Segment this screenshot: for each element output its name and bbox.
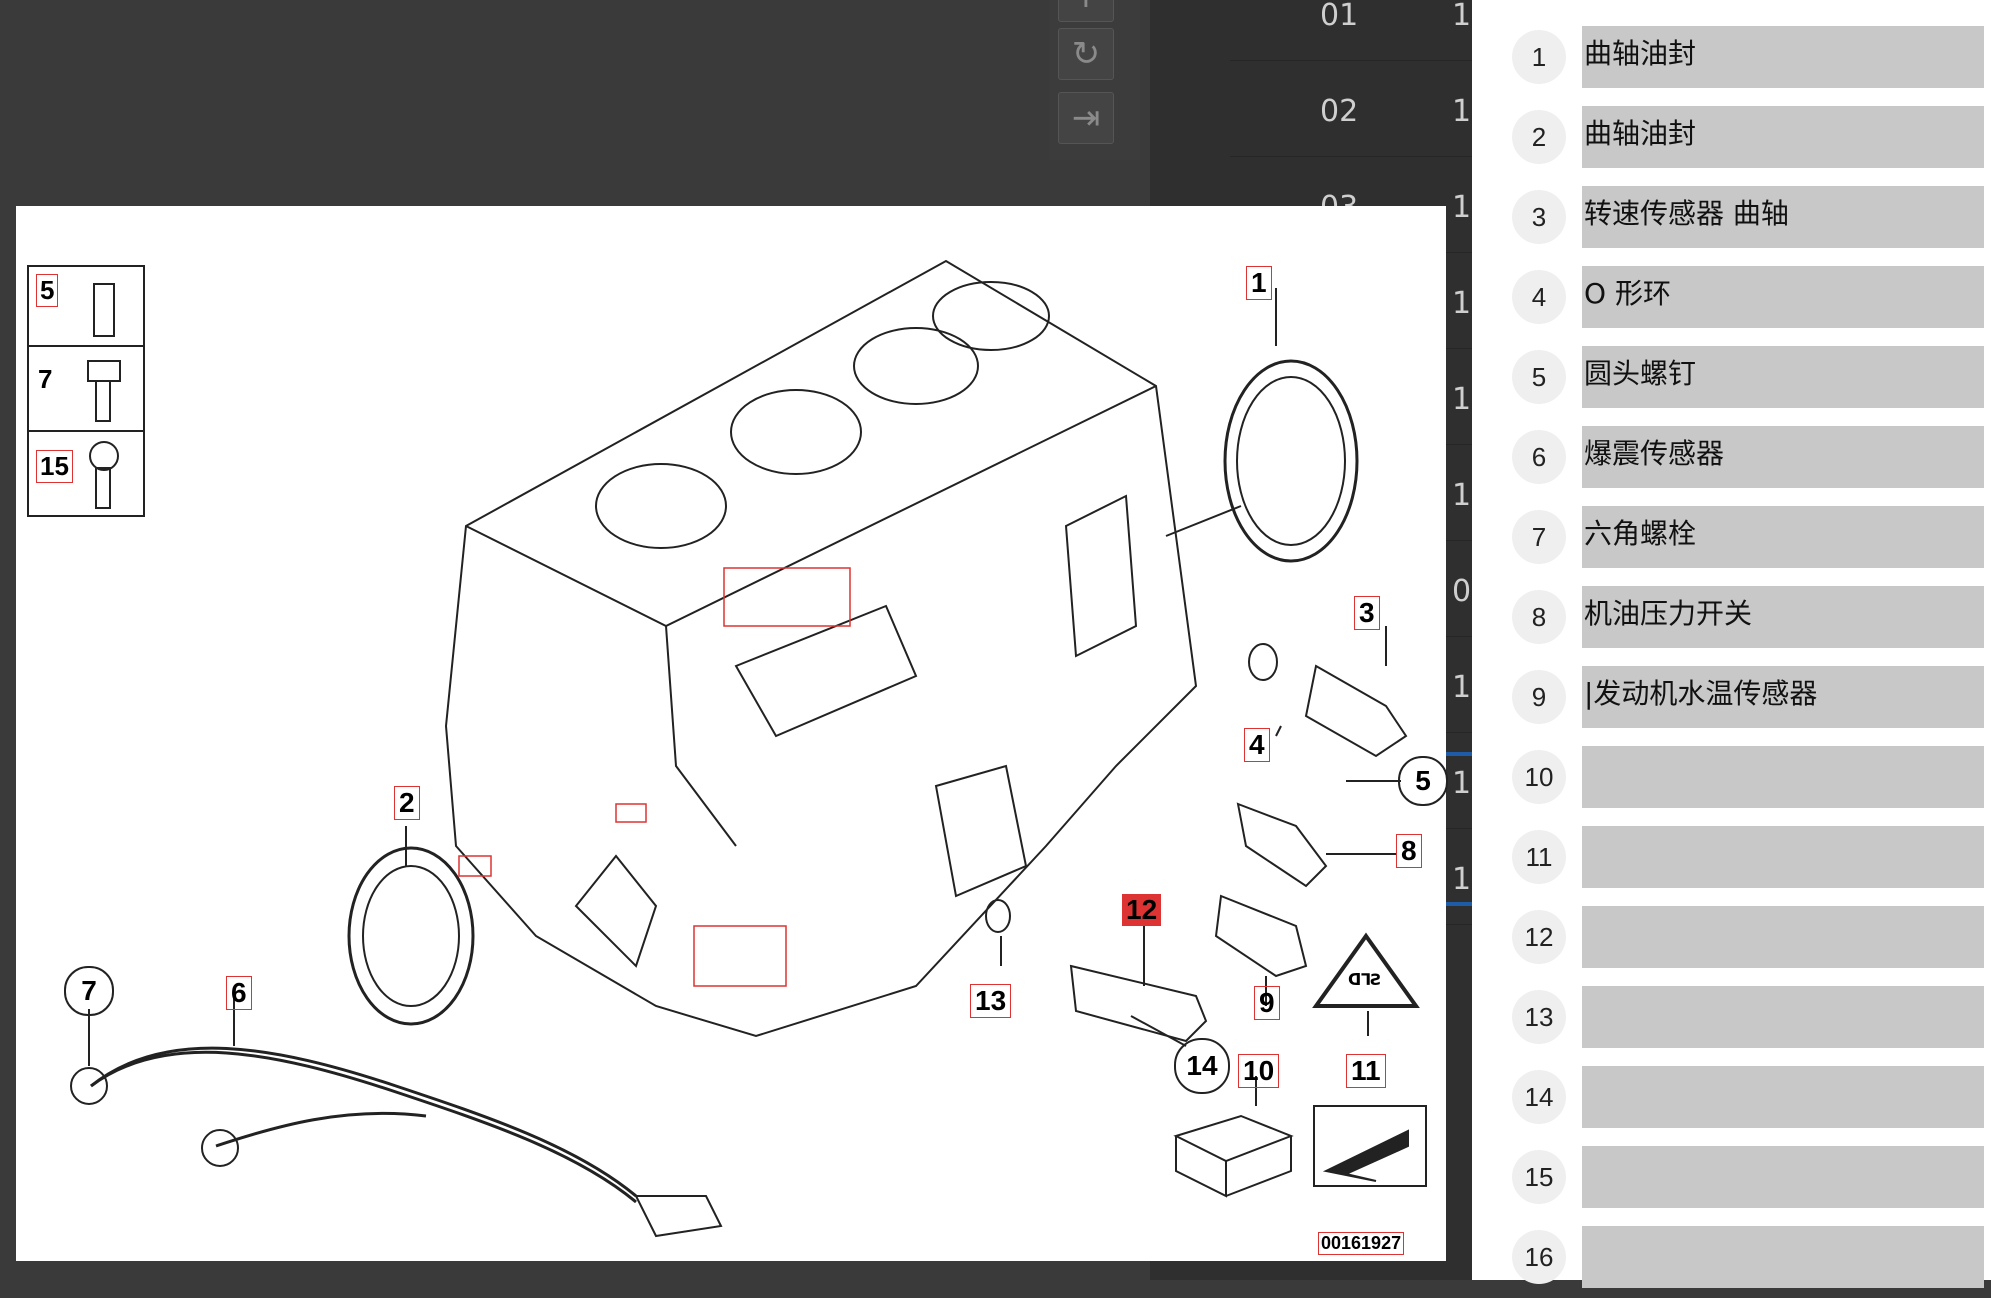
selection-indicator <box>1430 752 1472 756</box>
engine-block-drawing <box>27 259 1427 1238</box>
callout-10[interactable]: 10 <box>1238 1054 1280 1088</box>
part-name[interactable]: |发动机水温传感器 <box>1582 666 1984 728</box>
callout-2[interactable]: 2 <box>394 786 420 820</box>
part-row[interactable]: 8 机油压力开关 <box>1472 578 1991 658</box>
part-number[interactable]: 5 <box>1512 350 1566 404</box>
selection-indicator <box>1430 902 1472 906</box>
collapse-panel-icon[interactable]: ⇥ <box>1058 92 1114 144</box>
part-number[interactable]: 10 <box>1512 750 1566 804</box>
part-number[interactable]: 16 <box>1512 1230 1566 1284</box>
row-quantity: 1 <box>1452 94 1472 129</box>
parts-diagram: 5 7 15 1 2 3 4 5 6 7 8 9 10 11 12 13 14 … <box>16 206 1448 1261</box>
part-row[interactable]: 7 六角螺栓 <box>1472 498 1991 578</box>
part-row[interactable]: 12 <box>1472 898 1991 978</box>
part-number[interactable]: 1 <box>1512 30 1566 84</box>
part-number[interactable]: 4 <box>1512 270 1566 324</box>
part-number[interactable]: 8 <box>1512 590 1566 644</box>
part-name[interactable]: 机油压力开关 <box>1582 586 1984 648</box>
part-name[interactable] <box>1582 746 1984 808</box>
warning-symbol-text: ᗡ⅂Ƨ <box>1348 970 1382 989</box>
part-name[interactable] <box>1582 906 1984 968</box>
background-list-row[interactable]: 02 1 <box>1230 66 1472 157</box>
rotate-icon[interactable]: ↻ <box>1058 28 1114 80</box>
row-quantity: 1 <box>1452 862 1472 897</box>
inset-label[interactable]: 5 <box>36 274 59 307</box>
up-arrow-icon[interactable]: ↑ <box>1058 0 1114 22</box>
callout-13[interactable]: 13 <box>970 984 1012 1018</box>
row-quantity: 1 <box>1452 382 1472 417</box>
row-code: 02 <box>1320 94 1359 129</box>
part-name[interactable] <box>1582 1066 1984 1128</box>
part-number[interactable]: 13 <box>1512 990 1566 1044</box>
callout-9[interactable]: 9 <box>1254 986 1280 1020</box>
part-name[interactable]: 六角螺栓 <box>1582 506 1984 568</box>
inset-label[interactable]: 15 <box>36 450 73 483</box>
part-name[interactable]: O 形环 <box>1582 266 1984 328</box>
row-quantity: 1 <box>1452 766 1472 801</box>
part-row[interactable]: 4 O 形环 <box>1472 258 1991 338</box>
part-row[interactable]: 1 曲轴油封 <box>1472 18 1991 98</box>
callout-6[interactable]: 6 <box>226 976 252 1010</box>
part-name[interactable]: 转速传感器 曲轴 <box>1582 186 1984 248</box>
part-number[interactable]: 3 <box>1512 190 1566 244</box>
part-name[interactable]: 爆震传感器 <box>1582 426 1984 488</box>
inset-label[interactable]: 7 <box>38 364 53 394</box>
part-number[interactable]: 15 <box>1512 1150 1566 1204</box>
part-row[interactable]: 13 <box>1472 978 1991 1058</box>
part-name[interactable] <box>1582 826 1984 888</box>
callout-4[interactable]: 4 <box>1244 728 1270 762</box>
part-row[interactable]: 9 |发动机水温传感器 <box>1472 658 1991 738</box>
part-number[interactable]: 2 <box>1512 110 1566 164</box>
callout-12[interactable]: 12 <box>1122 894 1162 926</box>
callout-7[interactable]: 7 <box>64 966 114 1016</box>
row-quantity: 1 <box>1452 478 1472 513</box>
row-quantity: 1 <box>1452 190 1472 225</box>
row-quantity: 1 <box>1452 670 1472 705</box>
part-number[interactable]: 7 <box>1512 510 1566 564</box>
part-row[interactable]: 5 圆头螺钉 <box>1472 338 1991 418</box>
row-code: 01 <box>1320 0 1359 33</box>
callout-11[interactable]: 11 <box>1346 1054 1386 1088</box>
callout-3[interactable]: 3 <box>1354 596 1380 630</box>
part-row[interactable]: 11 <box>1472 818 1991 898</box>
part-row[interactable]: 16 <box>1472 1218 1991 1298</box>
part-number[interactable]: 11 <box>1512 830 1566 884</box>
part-row[interactable]: 6 爆震传感器 <box>1472 418 1991 498</box>
part-name[interactable] <box>1582 1226 1984 1288</box>
part-number[interactable]: 12 <box>1512 910 1566 964</box>
part-row[interactable]: 2 曲轴油封 <box>1472 98 1991 178</box>
part-name[interactable] <box>1582 986 1984 1048</box>
parts-list-panel: 1 曲轴油封 2 曲轴油封 3 转速传感器 曲轴 4 O 形环 5 圆头螺钉 6 爆震传感器 7 六角螺栓… <box>1472 0 1991 1288</box>
diagram-reference-number: 00161927 <box>1318 1232 1405 1255</box>
background-list-row[interactable]: 01 1 <box>1230 0 1472 61</box>
callout-8[interactable]: 8 <box>1396 834 1422 868</box>
part-row[interactable]: 3 转速传感器 曲轴 <box>1472 178 1991 258</box>
row-quantity: 0 <box>1452 574 1472 609</box>
part-name[interactable] <box>1582 1146 1984 1208</box>
part-name[interactable]: 曲轴油封 <box>1582 106 1984 168</box>
part-row[interactable]: 10 <box>1472 738 1991 818</box>
part-number[interactable]: 14 <box>1512 1070 1566 1124</box>
part-name[interactable]: 圆头螺钉 <box>1582 346 1984 408</box>
row-quantity: 1 <box>1452 286 1472 321</box>
part-name[interactable]: 曲轴油封 <box>1582 26 1984 88</box>
callout-1[interactable]: 1 <box>1246 266 1272 300</box>
part-row[interactable]: 14 <box>1472 1058 1991 1138</box>
callout-14[interactable]: 14 <box>1174 1038 1230 1094</box>
row-quantity: 1 <box>1452 0 1472 33</box>
part-number[interactable]: 9 <box>1512 670 1566 724</box>
part-number[interactable]: 6 <box>1512 430 1566 484</box>
part-row[interactable]: 15 <box>1472 1138 1991 1218</box>
callout-5[interactable]: 5 <box>1398 756 1448 806</box>
